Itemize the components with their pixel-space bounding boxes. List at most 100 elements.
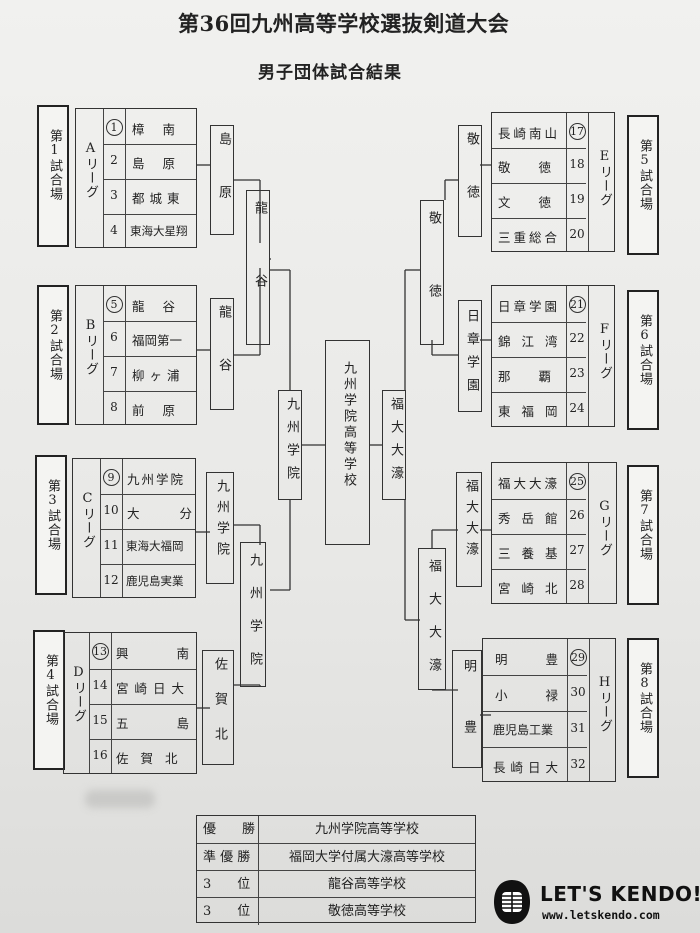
winner-name: 福大大濠 <box>388 397 403 489</box>
team-name: 鹿児島工業 <box>493 723 554 737</box>
team-number: 3 <box>110 188 118 202</box>
team-number: 12 <box>103 573 119 587</box>
r1-winner-d: 佐賀北 <box>202 650 234 765</box>
sf-winner-right: 福大大濠 <box>382 390 406 500</box>
r1-winner-c: 九州学院 <box>206 472 234 584</box>
team-name: 錦江湾 <box>498 334 569 349</box>
winner-name: 明豊 <box>461 659 476 781</box>
result-label: 優 勝 <box>197 816 259 843</box>
league-name: Hリーグ <box>597 675 612 733</box>
venue-5: 第5試合場 <box>627 115 659 255</box>
league-name: Dリーグ <box>71 665 86 723</box>
winner-name: 福大大濠 <box>463 479 478 563</box>
seed-number: 25 <box>568 473 586 490</box>
team-name: 都城東 <box>132 191 185 206</box>
seed-number: 17 <box>568 123 586 140</box>
team-name: 大分 <box>127 506 233 521</box>
team-number: 32 <box>570 757 586 771</box>
venue-8: 第8試合場 <box>627 638 659 778</box>
team-name: 宮崎日大 <box>116 681 191 696</box>
team-name: 佐賀北 <box>116 751 190 766</box>
team-name: 柳ヶ浦 <box>132 368 185 383</box>
team-name: 長崎南山 <box>498 126 561 141</box>
league-name: Aリーグ <box>83 141 98 199</box>
result-row: 準 優 勝 福岡大学付属大濠高等学校 <box>197 843 475 871</box>
venue-label: 第2試合場 <box>47 309 62 381</box>
r1-winner-e: 敬徳 <box>458 125 482 238</box>
result-value: 龍谷高等学校 <box>327 877 406 892</box>
league-a-table: Aリーグ 1 2 3 4 樟南 島原 都城東 東海大星翔 <box>75 108 197 248</box>
seed-number: 9 <box>102 469 120 486</box>
team-name: 文徳 <box>498 195 580 210</box>
result-row: 3 位 龍谷高等学校 <box>197 870 475 898</box>
team-number: 2 <box>110 153 118 167</box>
result-value: 九州学院高等学校 <box>314 822 419 837</box>
team-name: 東海大福岡 <box>126 539 184 553</box>
winner-name: 敬徳 <box>464 132 479 238</box>
result-row: 3 位敬徳高等学校 <box>197 897 475 925</box>
team-number: 8 <box>110 400 118 414</box>
document-title: 第36回九州高等学校選抜剣道大会 <box>178 11 510 36</box>
document-subtitle: 男子団体試合結果 <box>258 63 402 83</box>
seed-number: 29 <box>569 649 587 666</box>
team-name: 東福岡 <box>498 404 569 419</box>
league-name: Eリーグ <box>597 149 612 207</box>
team-name: 福岡第一 <box>132 333 183 348</box>
r2-winner-gh: 福大大濠 <box>418 548 446 691</box>
logo-url: www.letskendo.com <box>542 908 660 922</box>
team-number: 20 <box>569 227 585 241</box>
league-name: Gリーグ <box>597 499 612 557</box>
r1-winner-a: 島原 <box>210 125 234 238</box>
team-name: 五島 <box>116 716 238 731</box>
champion-name: 九州学院高等学校 <box>341 361 356 489</box>
team-number: 28 <box>569 578 585 592</box>
league-d-table: Dリーグ 13 14 15 16 興南 宮崎日大 五島 佐賀北 <box>63 632 197 774</box>
league-name: Cリーグ <box>80 491 95 549</box>
winner-name: 九州学院 <box>284 397 299 489</box>
sf-winner-left: 九州学院 <box>278 390 302 500</box>
seed-number: 13 <box>91 643 109 660</box>
league-c-table: Cリーグ 9 10 11 12 九州学院 大分 東海大福岡 鹿児島実業 <box>72 458 196 598</box>
team-name: 龍谷 <box>132 299 194 314</box>
result-label: 3 位 <box>197 871 259 898</box>
champion-box: 九州学院高等学校 <box>325 340 370 545</box>
venue-3: 第3試合場 <box>35 455 67 595</box>
league-name: Fリーグ <box>597 322 612 380</box>
team-number: 30 <box>570 685 586 699</box>
winner-name: 九州学院 <box>247 553 262 685</box>
venue-2: 第2試合場 <box>37 285 69 425</box>
team-number: 23 <box>569 366 585 380</box>
kendo-mask-icon <box>494 880 530 924</box>
venue-6: 第6試合場 <box>627 290 659 430</box>
venue-label: 第7試合場 <box>637 489 652 561</box>
team-number: 18 <box>569 157 585 171</box>
r2-winner-cd: 九州学院 <box>240 542 266 687</box>
letskendo-logo: LET'S KENDO!! www.letskendo.com <box>490 878 700 928</box>
venue-1: 第1試合場 <box>37 105 69 247</box>
logo-text: LET'S KENDO!! <box>540 882 700 906</box>
team-name: 島原 <box>132 156 194 171</box>
result-value: 福岡大学付属大濠高等学校 <box>288 850 445 865</box>
team-number: 22 <box>569 331 585 345</box>
team-name: 三重総合 <box>498 230 561 245</box>
league-name: Bリーグ <box>83 318 98 376</box>
team-name: 敬徳 <box>498 160 580 175</box>
winner-name: 福大大濠 <box>426 559 441 691</box>
result-label: 準 優 勝 <box>197 844 259 871</box>
team-name: 鹿児島実業 <box>126 574 184 588</box>
r1-winner-f: 日章学園 <box>458 300 482 412</box>
venue-label: 第8試合場 <box>637 662 652 734</box>
team-number: 14 <box>92 678 108 692</box>
venue-4: 第4試合場 <box>33 630 65 770</box>
seed-number: 21 <box>568 296 586 313</box>
team-name: 樟南 <box>132 122 194 137</box>
winner-name: 龍谷 <box>216 305 231 411</box>
team-number: 16 <box>92 748 108 762</box>
team-number: 24 <box>569 401 585 415</box>
r2-winner-ab: 龍谷 <box>246 190 270 347</box>
venue-label: 第1試合場 <box>47 129 62 201</box>
league-f-table: 日章学園 錦江湾 那覇 東福岡 21 22 23 24 Fリーグ <box>491 285 615 427</box>
team-name: 東海大星翔 <box>130 224 188 238</box>
team-name: 秀岳館 <box>498 511 569 526</box>
r2-winner-ef: 敬徳 <box>420 200 444 357</box>
